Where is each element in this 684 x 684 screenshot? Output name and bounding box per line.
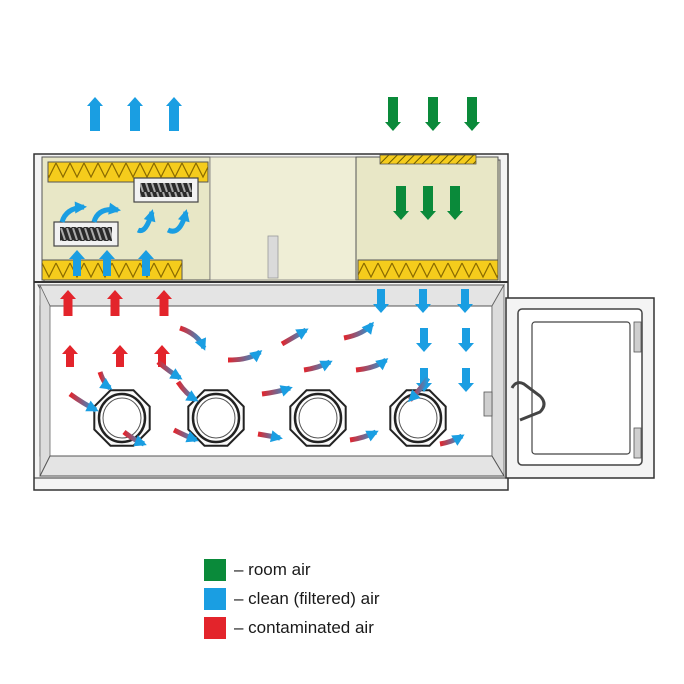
air-arrow xyxy=(303,359,333,373)
air-arrow xyxy=(457,289,473,313)
air-arrow xyxy=(393,186,409,220)
air-arrow xyxy=(156,290,172,316)
air-arrow xyxy=(464,97,480,131)
air-arrow xyxy=(112,345,128,367)
air-arrow xyxy=(175,380,199,403)
air-arrow xyxy=(156,360,183,381)
air-arrow xyxy=(420,186,436,220)
air-arrow xyxy=(107,290,123,316)
air-arrow xyxy=(62,345,78,367)
air-arrow xyxy=(407,376,431,403)
air-arrow xyxy=(166,97,182,131)
air-arrow xyxy=(127,97,143,131)
air-arrow xyxy=(349,429,379,443)
fan-icon xyxy=(133,177,199,203)
air-arrow xyxy=(136,209,156,234)
air-arrow xyxy=(261,385,293,397)
air-arrow xyxy=(458,368,474,392)
air-arrow xyxy=(87,97,103,131)
legend-item-clean-air: – clean (filtered) air xyxy=(204,584,380,613)
contaminated-air-swatch xyxy=(204,616,226,639)
fan-icon xyxy=(53,221,119,247)
glove-port-icon xyxy=(289,389,347,447)
legend-label: – room air xyxy=(234,559,311,579)
air-arrow xyxy=(227,349,263,363)
glove-port-icon xyxy=(389,389,447,447)
air-arrow xyxy=(415,289,431,313)
hepa-filter-icon xyxy=(41,259,183,281)
door-handle-icon xyxy=(510,381,546,422)
air-arrow xyxy=(385,97,401,131)
air-arrow xyxy=(91,202,121,223)
legend-label: – contaminated air xyxy=(234,617,374,637)
air-arrow xyxy=(447,186,463,220)
air-arrow xyxy=(280,327,309,347)
air-arrow xyxy=(138,250,154,276)
air-arrow xyxy=(373,289,389,313)
air-arrow xyxy=(343,321,374,341)
pass-box xyxy=(483,297,655,479)
hepa-filter-icon xyxy=(357,259,499,281)
air-arrow xyxy=(97,371,113,391)
glove-port-icon xyxy=(187,389,245,447)
air-arrow xyxy=(166,209,190,234)
air-arrow xyxy=(154,345,170,367)
air-arrow xyxy=(69,250,85,276)
air-arrow xyxy=(179,325,207,351)
air-arrow xyxy=(439,433,465,447)
air-arrow xyxy=(425,97,441,131)
room-air-swatch xyxy=(204,558,226,581)
air-arrow xyxy=(59,201,87,223)
air-arrow xyxy=(172,427,199,443)
air-arrow xyxy=(122,430,147,447)
air-arrow xyxy=(257,430,283,443)
air-arrow xyxy=(416,328,432,352)
air-arrow xyxy=(99,250,115,276)
air-arrow xyxy=(60,290,76,316)
air-arrow xyxy=(458,328,474,352)
air-arrow xyxy=(68,391,99,413)
hepa-filter-icon xyxy=(47,161,209,183)
legend: – room air – clean (filtered) air – cont… xyxy=(204,555,380,642)
hinge-icon xyxy=(633,321,642,353)
legend-item-room-air: – room air xyxy=(204,555,380,584)
legend-item-contaminated-air: – contaminated air xyxy=(204,613,380,642)
air-arrow xyxy=(355,357,389,373)
glove-port-icon xyxy=(93,389,151,447)
hinge-icon xyxy=(633,427,642,459)
legend-label: – clean (filtered) air xyxy=(234,588,380,608)
clean-air-swatch xyxy=(204,587,226,610)
